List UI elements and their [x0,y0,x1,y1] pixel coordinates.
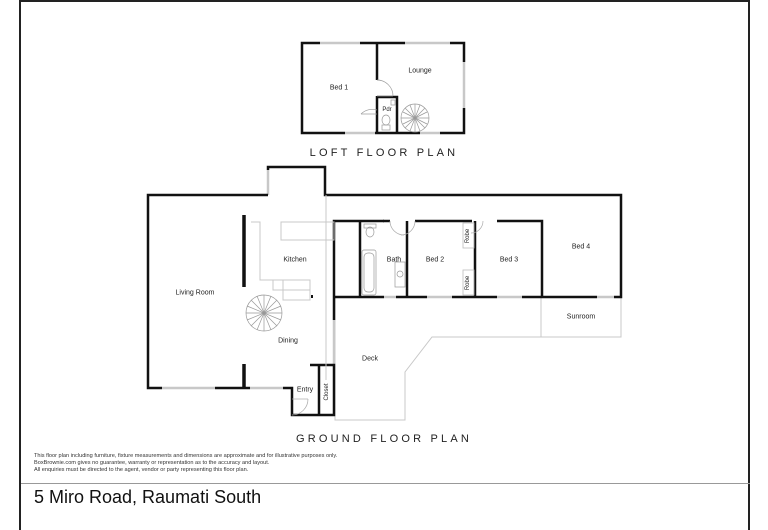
room-label-bed-2: Bed 2 [425,256,445,264]
room-label-bed-3: Bed 3 [499,256,519,264]
ground-plan [146,165,623,421]
room-label-sunroom: Sunroom [566,313,596,321]
loft-plan-title: LOFT FLOOR PLAN [309,147,459,159]
disclaimer-line-3: All enquiries must be directed to the ag… [34,467,249,473]
room-label-robe-upper: Robe [465,228,471,244]
room-label-deck: Deck [362,355,378,363]
page-frame [19,0,750,530]
room-label-bath: Bath [386,256,402,264]
disclaimer: This floor plan including furniture, fix… [34,453,337,474]
room-label-living-room: Living Room [175,289,215,297]
room-label-bed-1: Bed 1 [329,84,349,92]
property-address: 5 Miro Road, Raumati South [34,487,262,507]
room-label-robe-lower: Robe [465,275,471,291]
room-label-entry: Entry [296,386,314,394]
disclaimer-line-2: BoxBrownie.com gives no guarantee, warra… [34,460,270,466]
room-label-kitchen: Kitchen [283,256,307,264]
room-label-closet: Closet [324,383,330,401]
footer-divider [21,483,750,484]
room-label-bed-4: Bed 4 [571,243,591,251]
room-label-dining: Dining [278,337,298,345]
room-label-lounge: Lounge [408,67,432,75]
room-label-pdr: Pdr [382,107,392,113]
floor-plan-drawing [146,41,623,421]
disclaimer-line-1: This floor plan including furniture, fix… [34,453,338,459]
ground-plan-title: GROUND FLOOR PLAN [295,433,473,445]
loft-plan [300,41,466,135]
